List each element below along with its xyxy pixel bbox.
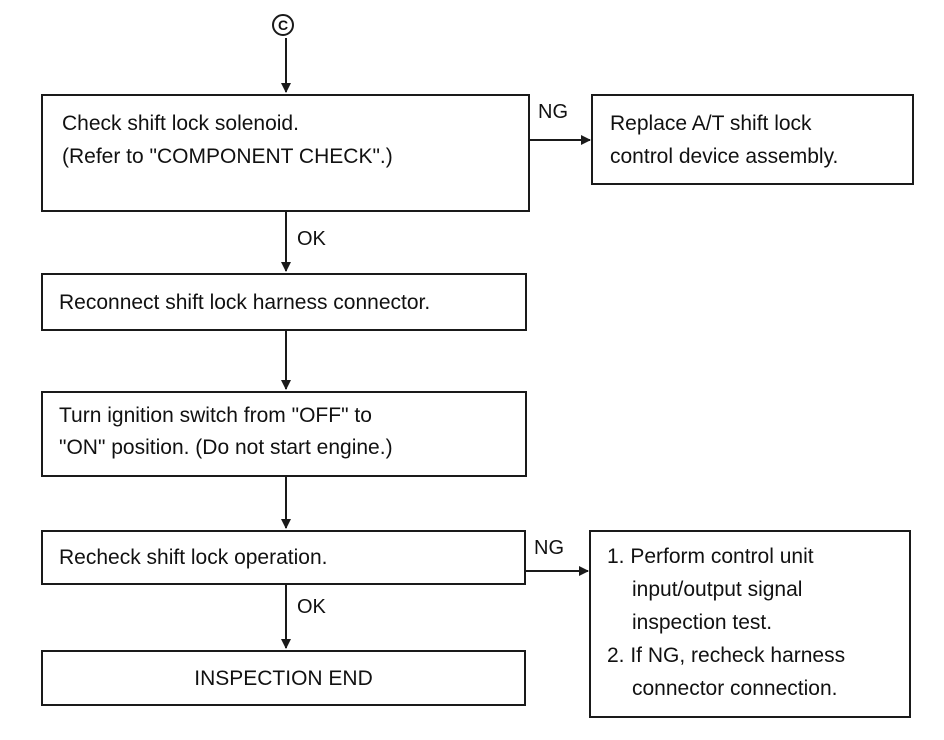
entry-marker-c: C bbox=[272, 14, 294, 36]
perform-test-line5: connector connection. bbox=[632, 677, 838, 700]
reconnect-line1: Reconnect shift lock harness connector. bbox=[59, 291, 431, 314]
turn-ignition-box: Turn ignition switch from "OFF" to "ON" … bbox=[41, 391, 527, 477]
replace-assembly-box: Replace A/T shift lock control device as… bbox=[591, 94, 914, 185]
turn-ignition-line2: "ON" position. (Do not start engine.) bbox=[59, 436, 393, 459]
ok-label-1: OK bbox=[297, 228, 326, 250]
check-solenoid-box: Check shift lock solenoid. (Refer to "CO… bbox=[41, 94, 530, 212]
perform-test-line3: inspection test. bbox=[632, 611, 773, 634]
replace-assembly-line1: Replace A/T shift lock bbox=[610, 112, 812, 135]
ok-label-2: OK bbox=[297, 596, 326, 618]
replace-assembly-line2: control device assembly. bbox=[610, 145, 839, 168]
inspection-end-label: INSPECTION END bbox=[194, 667, 373, 690]
recheck-box: Recheck shift lock operation. bbox=[41, 530, 526, 585]
check-solenoid-line1: Check shift lock solenoid. bbox=[62, 112, 299, 135]
reconnect-box: Reconnect shift lock harness connector. bbox=[41, 273, 527, 331]
recheck-line1: Recheck shift lock operation. bbox=[59, 546, 328, 569]
perform-test-line2: input/output signal bbox=[632, 578, 803, 601]
check-solenoid-line2: (Refer to "COMPONENT CHECK".) bbox=[62, 145, 393, 168]
inspection-end-box: INSPECTION END bbox=[41, 650, 526, 706]
perform-test-line4: 2. If NG, recheck harness bbox=[607, 644, 846, 667]
ng-label-2: NG bbox=[534, 537, 564, 559]
perform-test-line1: 1. Perform control unit bbox=[607, 545, 814, 568]
ng-label-1: NG bbox=[538, 101, 568, 123]
perform-test-box: 1. Perform control unit input/output sig… bbox=[589, 530, 911, 718]
turn-ignition-line1: Turn ignition switch from "OFF" to bbox=[59, 404, 372, 427]
